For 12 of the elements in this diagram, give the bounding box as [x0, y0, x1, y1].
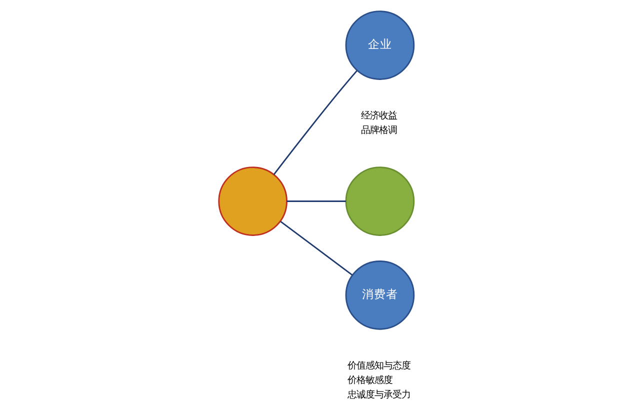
node-label: 忠诚度与承受力 — [347, 389, 410, 400]
node-circle — [218, 166, 288, 236]
node-label: 价格敏感度 — [347, 374, 392, 386]
node-label: 品牌格调 — [361, 124, 398, 136]
connector — [286, 200, 346, 202]
connector — [273, 70, 358, 175]
node-circle: 消费者 — [345, 260, 415, 330]
connector — [280, 220, 353, 276]
node-label: 经济收益 — [361, 110, 398, 122]
node-circle: 企业 — [345, 10, 415, 80]
node-circle — [345, 166, 415, 236]
node-label: 价值感知与态度 — [347, 360, 410, 372]
